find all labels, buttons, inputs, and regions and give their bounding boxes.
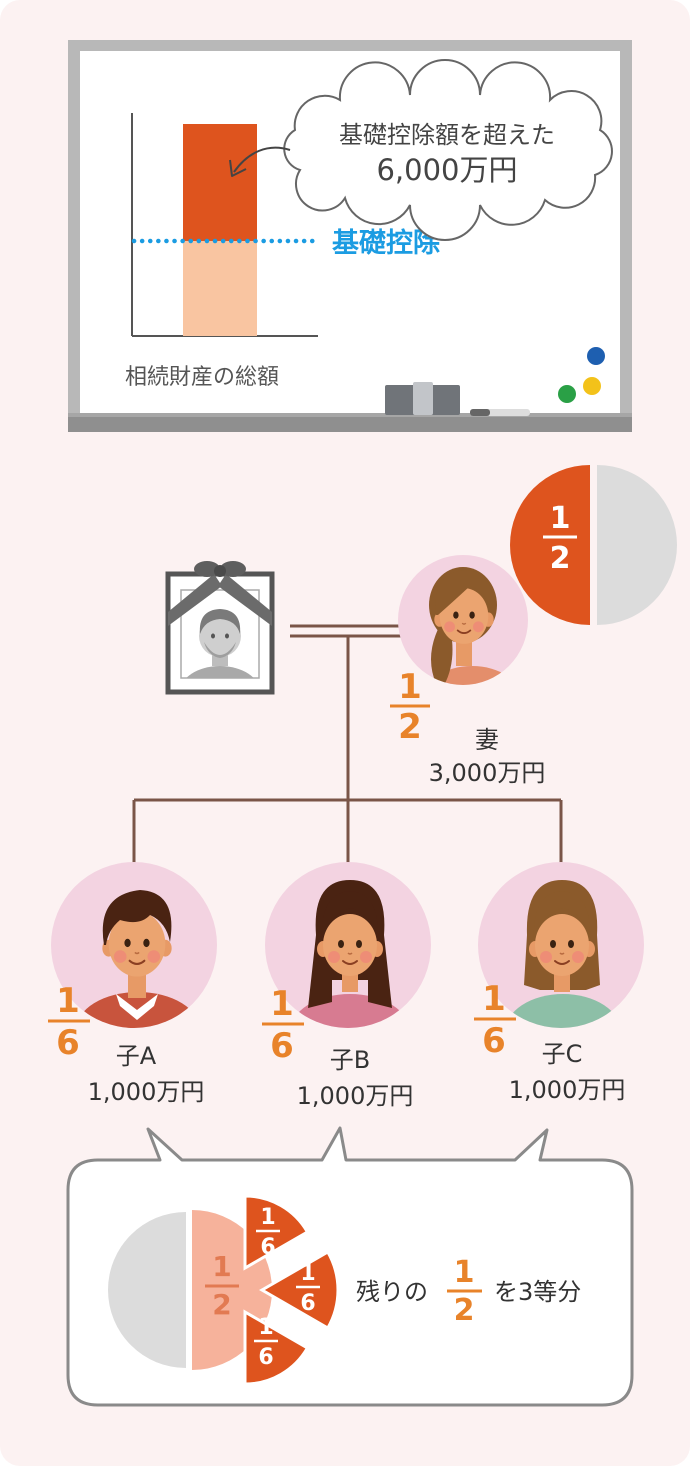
child-a-avatar: [51, 862, 217, 1028]
cloud-text-line1: 基礎控除額を超えた: [339, 121, 555, 149]
spouse-share-pie: 1 2: [510, 465, 677, 625]
wedge-middle-numerator: 1: [300, 1261, 315, 1286]
child-c-label: 子C: [542, 1040, 583, 1068]
family-tree-lines: [132, 624, 563, 868]
spouse-fraction-numerator: 1: [398, 667, 422, 707]
magnet-green-icon: [558, 385, 576, 403]
split-fraction-denominator: 2: [454, 1293, 475, 1328]
child-c-amount: 1,000万円: [509, 1076, 626, 1104]
child-b-amount: 1,000万円: [297, 1082, 414, 1110]
split-wedge-bottom: [243, 1309, 310, 1386]
wedge-bottom-denominator: 6: [258, 1345, 273, 1370]
whiteboard-tray-edge: [68, 413, 632, 417]
spouse-fraction-denominator: 2: [398, 707, 422, 747]
wedge-bottom-numerator: 1: [258, 1315, 273, 1340]
magnet-yellow-icon: [583, 377, 601, 395]
magnet-blue-icon: [587, 347, 605, 365]
pie-denominator: 2: [550, 541, 571, 576]
pie-remaining-half: [597, 465, 677, 625]
child-b-label: 子B: [330, 1046, 370, 1074]
axis-label: 相続財産の総額: [125, 365, 279, 390]
wedge-top-numerator: 1: [260, 1205, 275, 1230]
bar-excess-segment: [183, 124, 257, 241]
spouse-label: 妻: [475, 726, 499, 754]
split-pie: 1 2 1 6 1 6 1 6: [108, 1194, 340, 1386]
child-c-fraction-numerator: 1: [482, 979, 506, 1019]
cloud-text-line2: 6,000万円: [376, 153, 517, 187]
eraser-icon: [385, 382, 460, 415]
wedge-middle-denominator: 6: [300, 1291, 315, 1316]
split-pie-spouse-half: [108, 1212, 186, 1368]
pie-spouse-half: [510, 465, 590, 625]
cloud-arrowhead-icon: [229, 159, 247, 177]
pie-numerator: 1: [550, 501, 571, 536]
deceased-portrait-icon: [165, 561, 275, 695]
split-fraction-numerator: 1: [454, 1255, 475, 1290]
split-wedge-middle: [259, 1249, 340, 1331]
child-a-label: 子A: [116, 1042, 157, 1070]
bar-base-segment: [183, 241, 257, 336]
spouse-amount: 3,000万円: [429, 759, 546, 787]
split-center-numerator: 1: [212, 1250, 231, 1283]
wedge-top-denominator: 6: [260, 1235, 275, 1260]
split-center-denominator: 2: [212, 1288, 231, 1321]
child-b-fraction-denominator: 6: [270, 1026, 294, 1066]
child-a-fraction-denominator: 6: [56, 1023, 80, 1063]
whiteboard: 基礎控除 基礎控除額を超えた 6,000万円 相続財産の総額: [68, 40, 632, 432]
split-text-before: 残りの: [356, 1278, 428, 1306]
split-text-after: を3等分: [494, 1278, 581, 1306]
marker-icon: [470, 409, 530, 416]
child-c-fraction-denominator: 6: [482, 1021, 506, 1061]
thought-cloud: [283, 59, 613, 241]
child-b-avatar: [265, 862, 431, 1028]
child-a-fraction-numerator: 1: [56, 981, 80, 1021]
child-a-amount: 1,000万円: [88, 1078, 205, 1106]
child-c-avatar: [478, 862, 644, 1028]
whiteboard-tray: [68, 413, 632, 432]
child-b-fraction-numerator: 1: [270, 984, 294, 1024]
cloud-arrow-icon: [233, 146, 291, 173]
